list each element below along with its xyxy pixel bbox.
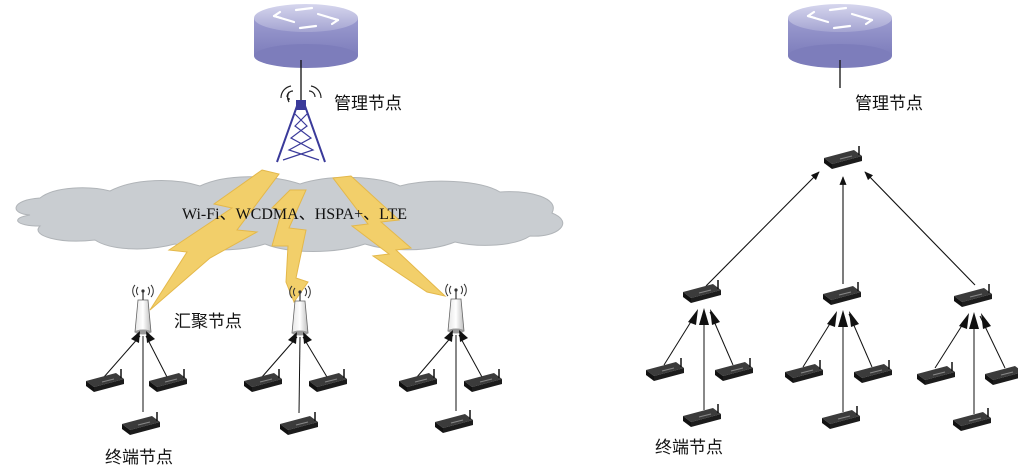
left-terminal-label: 终端节点 (105, 448, 173, 468)
wireless-protocols-label: Wi-Fi、WCDMA、HSPA+、LTE (182, 206, 407, 223)
terminal-device-icon (308, 368, 348, 393)
relay-links (663, 311, 1006, 414)
arrowhead (146, 331, 155, 343)
right-diagram: 管理节点 (645, 2, 1018, 458)
arrowhead (288, 332, 297, 344)
arrowhead (959, 313, 969, 329)
terminal-device-icon (821, 405, 861, 430)
terminal-device-icon (279, 411, 319, 436)
arrowhead (849, 311, 859, 327)
sink-node-label: 汇聚节点 (174, 312, 242, 332)
relay-device-icon (953, 283, 993, 308)
terminal-device-icon (853, 359, 893, 384)
lightning-bolt-icon (149, 169, 280, 311)
terminal-device-icon (121, 411, 161, 436)
terminal-device-icon (952, 407, 992, 432)
sink-node-icon (445, 283, 467, 335)
arrowhead (827, 311, 837, 327)
arrowhead (459, 330, 468, 342)
arrowhead (710, 309, 720, 325)
arrowhead (444, 330, 453, 342)
terminal-device-icon (398, 368, 438, 393)
arrowhead (981, 313, 991, 329)
terminal-device-icon (243, 368, 283, 393)
terminal-device-icon (645, 357, 685, 382)
left-router-icon (252, 2, 360, 70)
terminal-device-icon (784, 359, 824, 384)
arrowhead (838, 310, 848, 327)
arrowhead (969, 312, 979, 329)
tower-icon (276, 85, 326, 163)
right-terminal-label: 终端节点 (655, 438, 723, 458)
terminal-device-icon (463, 368, 503, 393)
right-router-icon (786, 2, 894, 70)
terminal-device-icon (148, 368, 188, 393)
right-management-label: 管理节点 (855, 94, 923, 114)
terminal-device-icon (434, 409, 474, 434)
management-device-icon (823, 145, 863, 170)
terminal-device-icon (916, 361, 956, 386)
sink-device-links (103, 334, 483, 414)
left-diagram: 管理节点 Wi-Fi、WCDMA、HSPA+、LTE 汇聚节点 (15, 2, 564, 468)
terminal-device-icon (984, 361, 1018, 386)
arrowhead (303, 332, 312, 344)
relay-device-icon (682, 279, 722, 304)
upstream-links (705, 171, 976, 287)
arrowhead (131, 331, 140, 343)
relay-device-icon (822, 281, 862, 306)
terminal-device-icon (714, 357, 754, 382)
left-management-label: 管理节点 (334, 94, 402, 114)
lightning-bolt-icon (270, 189, 309, 304)
terminal-device-icon (682, 403, 722, 428)
terminal-device-icon (85, 368, 125, 393)
lightning-bolt-icon (332, 175, 447, 297)
arrowhead (688, 309, 698, 325)
arrowhead (699, 308, 709, 325)
